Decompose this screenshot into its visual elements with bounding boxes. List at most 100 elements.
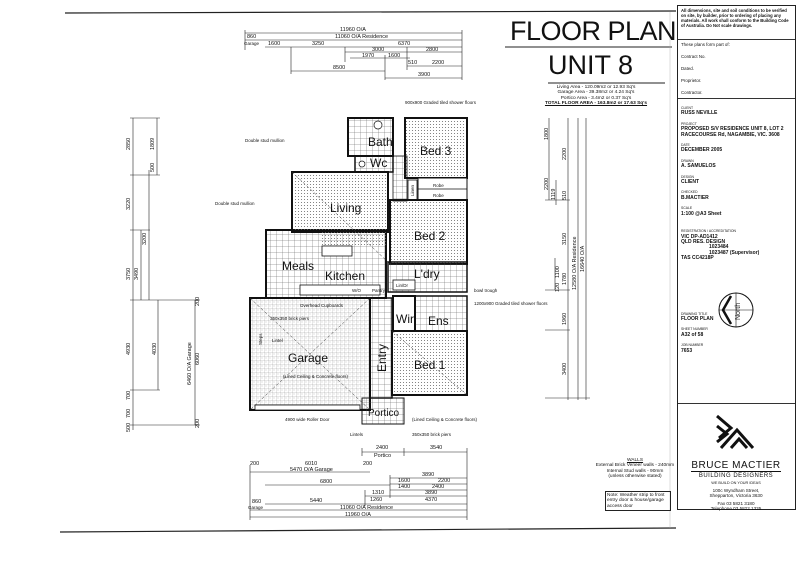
dim-label: Garage	[244, 41, 260, 46]
dim-label: 1100	[555, 266, 561, 278]
design-value: CLIENT	[681, 179, 700, 186]
wo-label: W/O	[352, 288, 361, 293]
bath-basin-icon	[373, 120, 383, 130]
room-label-bed2: Bed 2	[414, 229, 446, 243]
dim-label: 3540	[430, 445, 442, 451]
room-label-entry: Entry	[375, 344, 389, 372]
linen-laundry-cupboard	[392, 279, 416, 291]
ens-shower-annotation: 1200x900 Graded tiled shower floors	[474, 301, 548, 306]
area-living: Living Area - 120.09m2 or 12.93 Sq's	[556, 85, 636, 90]
date-label: DATE	[681, 143, 690, 148]
dim-label: 700	[126, 391, 132, 400]
area-portico: Portico Area - 3.4m2 or 0.37 Sq's	[560, 95, 632, 101]
client-value: RUSS NEVILLE	[681, 110, 718, 117]
dim-label: 2400	[432, 484, 444, 490]
scale-label: SCALE	[681, 206, 693, 211]
bed3-area	[404, 117, 468, 179]
wc-toilet-icon	[358, 160, 366, 168]
living-area	[291, 171, 389, 233]
walls-heading: WALLS	[626, 458, 644, 463]
dim-label: 1800	[544, 128, 550, 140]
lindr-label: Lin/Dr	[396, 283, 409, 288]
title-block-sidebar: All dimensions, site and soil conditions…	[677, 5, 796, 510]
room-label-bed3: Bed 3	[420, 144, 452, 158]
dim-label: 4370	[425, 497, 437, 503]
area-summary: Living Area - 120.09m2 or 12.93 Sq's Gar…	[512, 85, 680, 107]
right-dimension-labels: 1800 2200 2200 1119 510 3150 1100 1780 1…	[544, 128, 586, 375]
room-label-portico: Portico	[368, 408, 400, 419]
dim-label: 2200	[432, 60, 444, 66]
company-phone: Telephone 03 5822 1335	[710, 506, 762, 511]
registration-label: REGISTRATION / ACCREDITATION	[681, 229, 737, 234]
dim-label: 1809	[150, 138, 156, 150]
room-label-ens: Ens	[428, 314, 449, 328]
dim-label: 500	[150, 163, 156, 172]
area-total: TOTAL FLOOR AREA - 163.8m2 or 17.63 Sq's	[544, 101, 648, 107]
dim-label: 200	[195, 419, 201, 428]
registration-line: VIC DP-AD1412	[681, 233, 718, 240]
company-block: BRUCE MACTIER BUILDING DESIGNERS WE BUIL…	[680, 413, 792, 511]
dim-label: 11060 O/A Residence	[335, 34, 388, 40]
company-tagline: WE BUILD ON YOUR IDEAS	[711, 481, 761, 485]
left-dimensions	[130, 117, 200, 430]
sheet-label: SHEET NUMBER	[681, 327, 708, 332]
top-border-line	[64, 10, 677, 14]
design-label: DESIGN	[681, 174, 694, 179]
dim-label: 1600	[388, 53, 400, 59]
dated-label: Dated.	[681, 66, 694, 71]
dim-label: 3400	[562, 363, 568, 375]
dim-label: 2850	[126, 138, 132, 150]
dim-label: 3750	[126, 268, 132, 280]
dim-label: 16640 O/A	[580, 245, 586, 272]
portico-area	[361, 397, 405, 425]
left-dimension-labels: 2850 1809 500 3220 3200 3750 3490 4930 4…	[126, 138, 201, 432]
robe-label: Robe	[433, 193, 444, 198]
dim-label: 4030	[152, 343, 158, 355]
title-floor-plan: FLOOR PLAN	[510, 16, 677, 46]
walls-line: Internal Stud walls - 90mm	[606, 468, 664, 474]
room-label-meals: Meals	[282, 259, 314, 273]
drawn-value: A. SAMUELOS	[681, 163, 716, 170]
linen-label: Linen	[410, 184, 415, 196]
room-label-living: Living	[330, 201, 361, 215]
registration-line: 1023484	[709, 244, 729, 251]
dim-label: 11960 O/A	[345, 512, 371, 518]
title-unit: UNIT 8	[548, 50, 634, 80]
ens-area	[414, 295, 468, 332]
checked-value: B.MACTIER	[681, 194, 709, 201]
dim-label: Garage	[248, 505, 264, 510]
room-label-kitchen: Kitchen	[325, 269, 365, 283]
robe-label: Robe	[433, 183, 444, 188]
checked-label: CHECKED	[681, 190, 698, 195]
dim-label: 1970	[362, 53, 374, 59]
dim-label: 2800	[426, 47, 438, 53]
dim-label: 12580 O/A Residence	[572, 236, 578, 290]
room-label-wc: Wc	[370, 156, 387, 170]
room-label-wir: Wir	[396, 312, 414, 326]
trough-annotation: bowl trough	[474, 288, 498, 293]
dim-label: 6060	[195, 353, 201, 365]
top-dimension-labels: 11960 O/A 11060 O/A Residence 860 Garage…	[244, 27, 444, 78]
company-subtitle: BUILDING DESIGNERS	[698, 473, 774, 479]
dim-label: 5470 O/A Garage	[290, 467, 333, 473]
dim-label: 3000	[372, 47, 384, 53]
double-stud-annotation: Double stud mullion	[245, 138, 285, 143]
dim-label: 1960	[562, 313, 568, 325]
room-label-ldry: L'dry	[414, 267, 440, 281]
floor-plan	[249, 117, 468, 425]
dim-label: 2200	[438, 478, 450, 484]
dim-label: 1260	[370, 497, 382, 503]
room-labels: Bath Wc Bed 3 Living Bed 2 Meals Kitchen…	[282, 135, 452, 419]
disclaimer: All dimensions, site and soil conditions…	[678, 6, 795, 40]
dim-label: 500	[126, 423, 132, 432]
dim-label: 1310	[372, 490, 384, 496]
steps-annotation: Steps	[258, 333, 263, 345]
sheet-value: A32 of 58	[681, 331, 704, 338]
drawing-title-value: FLOOR PLAN	[681, 315, 714, 322]
room-label-bed1: Bed 1	[414, 358, 446, 372]
dim-label: Portico	[374, 453, 391, 459]
bruce-mactier-logo-icon	[716, 414, 755, 449]
contract-section: These plans form part of: Contract No. D…	[678, 40, 795, 99]
room-label-bath: Bath	[368, 135, 393, 149]
dim-label: 3150	[562, 233, 568, 245]
